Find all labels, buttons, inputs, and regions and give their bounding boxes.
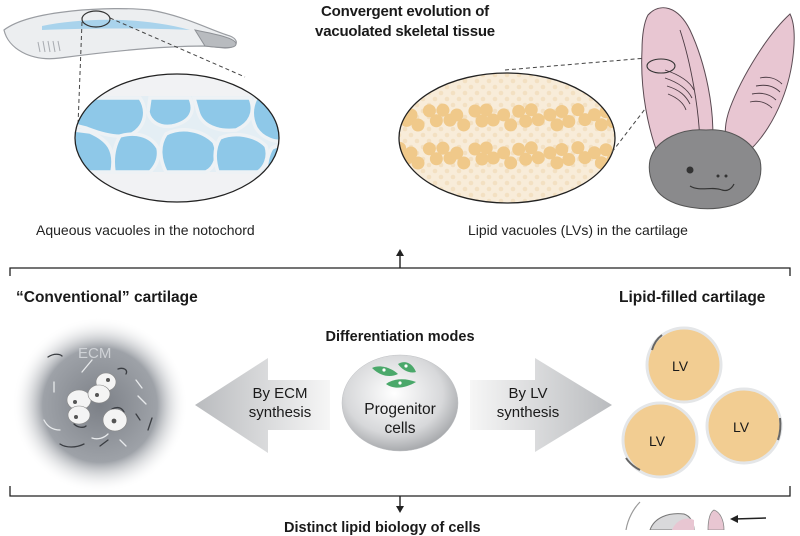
ecm-synthesis-arrow (195, 358, 330, 453)
lipid-droplet (512, 142, 526, 156)
lipid-droplet (531, 113, 545, 127)
lancelet-illustration (3, 8, 246, 126)
lipid-droplet (475, 114, 489, 128)
ecm-label: ECM (78, 345, 112, 362)
lipid-droplet (479, 141, 493, 155)
lipid-droplet (555, 104, 569, 118)
lipid-droplet (429, 114, 443, 128)
lipid-droplet (429, 152, 443, 166)
lv-synthesis-arrow (470, 358, 612, 452)
lipid-droplet (543, 146, 557, 160)
figure-title-line1: Convergent evolution of (321, 3, 489, 20)
lipid-droplet (411, 156, 425, 170)
lipid-droplet (550, 118, 564, 132)
lv-synthesis-line2: synthesis (496, 404, 560, 421)
lipid-droplet (504, 156, 518, 170)
lipid-droplet (497, 108, 511, 122)
lipid-droplet (468, 142, 482, 156)
figure-title: Convergent evolution of vacuolated skele… (270, 2, 540, 42)
lipid-droplet (436, 141, 450, 155)
down-arrow-head (396, 506, 404, 513)
lipid-droplet (450, 146, 464, 160)
lipid-droplet (531, 151, 545, 165)
lipid-droplet (594, 118, 608, 132)
bottom-bat-partial (625, 501, 767, 530)
lipid-droplet (457, 118, 471, 132)
lipid-droplet (562, 152, 576, 166)
lipid-droplet (562, 114, 576, 128)
progenitor-line1: Progenitor (364, 401, 436, 418)
lv-synthesis-label: By LV synthesis (488, 384, 568, 422)
lipid-droplet (497, 146, 511, 160)
lipid-droplet (571, 103, 585, 117)
lipid-droplet (457, 156, 471, 170)
lipid-droplet (519, 152, 533, 166)
up-arrow-head (396, 249, 404, 256)
lipid-vacuoles-zoom-ellipse (398, 57, 656, 204)
lipid-droplet (479, 103, 493, 117)
lipid-droplet (587, 108, 601, 122)
lipid-droplet (524, 141, 538, 155)
distinct-lipid-biology-heading: Distinct lipid biology of cells (284, 520, 481, 536)
lipid-droplet (468, 104, 482, 118)
ecm-synthesis-label: By ECM synthesis (240, 384, 320, 422)
lipid-droplet (486, 113, 500, 127)
lipid-filled-cartilage-heading: Lipid-filled cartilage (619, 289, 766, 306)
lipid-filled-cells (621, 326, 783, 479)
ecm-synthesis-line2: synthesis (248, 404, 312, 421)
lv-label-bottom-right: LV (733, 419, 750, 435)
progenitor-cells-label: Progenitor cells (350, 400, 450, 438)
lipid-droplet (550, 156, 564, 170)
lipid-droplet (422, 142, 436, 156)
lipid-droplet (422, 104, 436, 118)
lipid-droplet (543, 108, 557, 122)
lipid-vacuoles-caption: Lipid vacuoles (LVs) in the cartilage (468, 222, 688, 238)
conventional-cartilage-ecm (12, 317, 188, 493)
lipid-droplet (475, 152, 489, 166)
figure-title-line2: vacuolated skeletal tissue (315, 23, 495, 40)
bat-illustration (641, 7, 795, 210)
notochord-zoom-ellipse (74, 73, 280, 203)
lipid-droplet (555, 142, 569, 156)
lipid-droplet (399, 103, 407, 117)
ecm-synthesis-line1: By ECM (252, 385, 308, 402)
conventional-cartilage-heading: “Conventional” cartilage (16, 289, 198, 306)
lipid-droplet (599, 143, 613, 157)
lipid-droplet (486, 151, 500, 165)
lipid-droplet (571, 141, 585, 155)
lv-label-top: LV (672, 358, 689, 374)
lv-label-bottom-left: LV (649, 433, 666, 449)
lipid-droplet (512, 104, 526, 118)
lipid-droplet (450, 108, 464, 122)
lipid-droplet (404, 146, 418, 160)
notochord-caption: Aqueous vacuoles in the notochord (36, 222, 255, 238)
progenitor-line2: cells (384, 420, 416, 437)
lipid-droplet (587, 146, 601, 160)
lipid-droplet (411, 118, 425, 132)
differentiation-modes-heading: Differentiation modes (325, 329, 475, 345)
lipid-droplet (519, 114, 533, 128)
lipid-droplet (504, 118, 518, 132)
top-bracket (9, 267, 791, 276)
lipid-droplet (436, 103, 450, 117)
lipid-droplet (594, 156, 608, 170)
progenitor-cell (341, 354, 459, 452)
lv-synthesis-line1: By LV (508, 385, 548, 402)
lipid-droplet (524, 103, 538, 117)
